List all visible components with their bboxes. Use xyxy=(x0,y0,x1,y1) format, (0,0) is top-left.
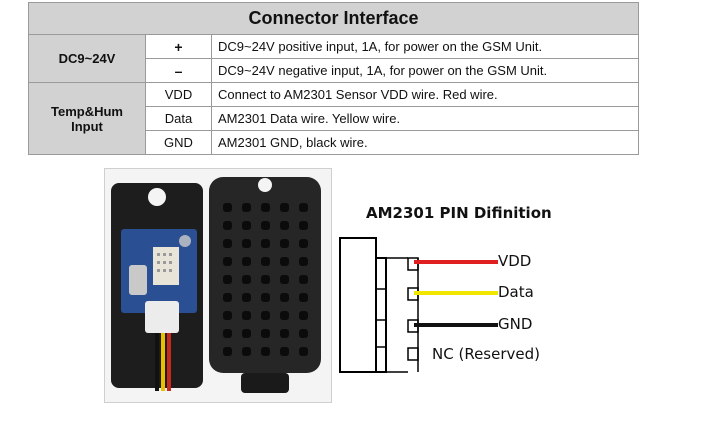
table-title-row: Connector Interface xyxy=(28,2,639,35)
sensor-photo xyxy=(104,168,332,403)
table-row: Temp&Hum Input VDD Connect to AM2301 Sen… xyxy=(28,82,639,155)
description-cell: DC9~24V positive input, 1A, for power on… xyxy=(211,34,639,59)
description-cell: AM2301 GND, black wire. xyxy=(211,130,639,155)
pin-cell: – xyxy=(145,58,212,83)
open-sensor-shell xyxy=(111,183,203,391)
pin-cell: Data xyxy=(145,106,212,131)
pin-cell: VDD xyxy=(145,82,212,107)
connector-interface-table: Connector Interface DC9~24V + DC9~24V po… xyxy=(28,2,639,155)
sensor-illustration xyxy=(111,177,321,393)
pin-definition-title: AM2301 PIN Difinition xyxy=(366,204,552,222)
group-label-dc: DC9~24V xyxy=(28,34,146,83)
description-cell: DC9~24V negative input, 1A, for power on… xyxy=(211,58,639,83)
pin-socket-nc xyxy=(407,347,419,361)
closed-sensor-housing xyxy=(209,177,321,393)
pin-cell: GND xyxy=(145,130,212,155)
pin-label-nc: NC (Reserved) xyxy=(432,345,540,363)
connector-drawing xyxy=(339,237,498,373)
connector-outline xyxy=(339,237,387,373)
description-cell: Connect to AM2301 Sensor VDD wire. Red w… xyxy=(211,82,639,107)
pin-label-gnd: GND xyxy=(498,315,533,333)
pin-cell: + xyxy=(145,34,212,59)
pin-label-vdd: VDD xyxy=(498,252,532,270)
description-cell: AM2301 Data wire. Yellow wire. xyxy=(211,106,639,131)
table-title: Connector Interface xyxy=(28,2,639,35)
table-row: GND AM2301 GND, black wire. xyxy=(29,130,639,155)
pin-label-data: Data xyxy=(498,283,534,301)
group-label-temp-hum: Temp&Hum Input xyxy=(28,82,146,155)
pin-definition-diagram: AM2301 PIN Difinition VDD Data GND NC (R… xyxy=(334,196,604,386)
table-row: DC9~24V + DC9~24V positive input, 1A, fo… xyxy=(28,34,639,83)
